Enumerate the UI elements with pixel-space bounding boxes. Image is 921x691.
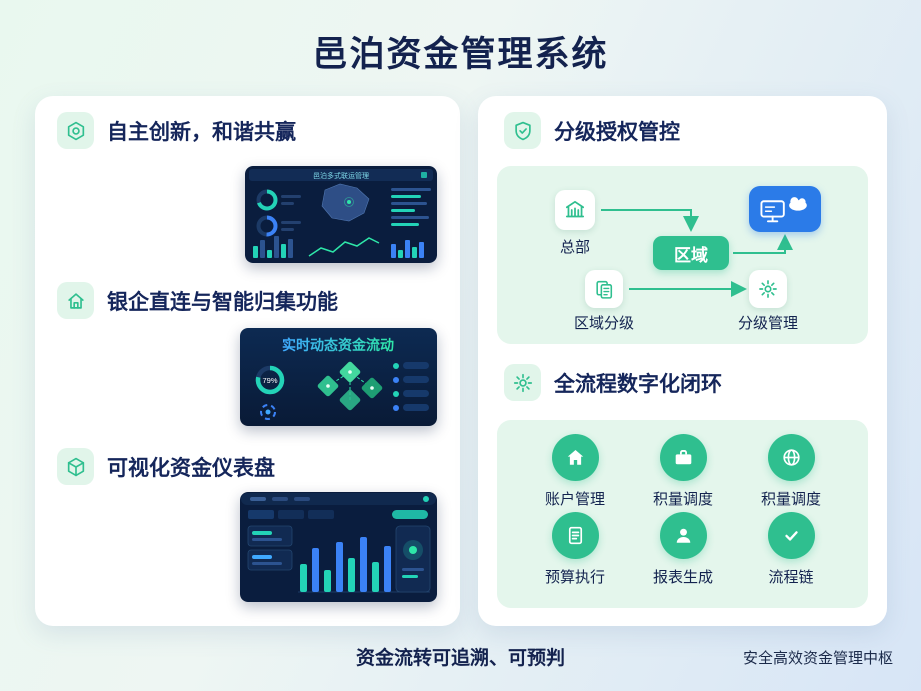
section-digital-loop: 全流程数字化闭环 <box>504 364 722 401</box>
flow-label-grading-management: 分级管理 <box>737 315 798 332</box>
gear-icon <box>757 278 779 300</box>
grid-item-volume-dispatch-1: 积量调度 <box>631 434 735 509</box>
dash1-header-text: 邑泊多式联运管理 <box>313 171 369 180</box>
grid-item-account-management: 账户管理 <box>523 434 627 509</box>
dashboard-screenshot-fund-dashboard <box>240 492 437 602</box>
person-icon <box>659 512 707 559</box>
flow-arrows <box>601 209 793 297</box>
footer-subtitle: 安全高效资金管理中枢 <box>742 650 893 667</box>
flow-node-region-grading <box>585 270 623 308</box>
heading-bank-direct-connect: 银企直连与智能归集功能 <box>107 290 338 314</box>
page-title: 邑泊资金管理系统 <box>312 35 609 74</box>
flow-node-cloud-platform <box>749 186 821 232</box>
home-icon <box>551 434 599 481</box>
shield-icon <box>504 112 541 149</box>
globe-icon <box>767 434 815 481</box>
bank-icon <box>563 198 587 222</box>
flow-node-region: 区域 <box>653 236 729 270</box>
left-feature-card: 自主创新，和谐共赢 邑泊多式联运管理 <box>35 96 460 626</box>
flow-node-hq <box>555 190 595 230</box>
section-bank-direct: 银企直连与智能归集功能 <box>57 282 338 319</box>
briefcase-icon <box>659 434 707 481</box>
heading-independent-innovation: 自主创新，和谐共赢 <box>107 120 296 144</box>
home-icon <box>57 282 94 319</box>
tiered-auth-flow-panel: 总部 区域 <box>497 166 868 344</box>
dash2-title-text: 实时动态资金流动 <box>282 337 394 353</box>
gear-icon <box>504 364 541 401</box>
heading-tiered-authorization: 分级授权管控 <box>554 120 680 144</box>
dashboard-screenshot-realtime-flow: 实时动态资金流动 79% <box>240 328 437 426</box>
dashboard-screenshot-multimodal: 邑泊多式联运管理 <box>245 166 437 263</box>
hexagon-badge-icon <box>57 112 94 149</box>
grid-item-process-chain: 流程链 <box>739 512 843 587</box>
right-feature-card: 分级授权管控 <box>478 96 887 626</box>
cloud-icon <box>789 196 807 211</box>
footer-tagline: 资金流转可追溯、可预判 <box>355 648 565 669</box>
section-tiered-auth: 分级授权管控 <box>504 112 680 149</box>
documents-icon <box>593 278 616 301</box>
grid-item-volume-dispatch-2: 积量调度 <box>739 434 843 509</box>
monitor-icon <box>760 199 785 222</box>
document-icon <box>551 512 599 559</box>
flow-node-grading-management <box>749 270 787 308</box>
dash2-gauge-value: 79% <box>262 376 277 385</box>
section-innovation: 自主创新，和谐共赢 <box>57 112 296 149</box>
heading-digital-closed-loop: 全流程数字化闭环 <box>554 372 722 396</box>
grid-item-report-generation: 报表生成 <box>631 512 735 587</box>
flow-label-region-grading: 区域分级 <box>573 315 634 332</box>
check-icon <box>767 512 815 559</box>
hexagon-cube-icon <box>57 448 94 485</box>
grid-item-budget-execution: 预算执行 <box>523 512 627 587</box>
digital-loop-grid-panel: 账户管理 积量调度 <box>497 420 868 608</box>
flow-label-hq: 总部 <box>559 239 590 256</box>
heading-visual-fund-dashboard: 可视化资金仪表盘 <box>107 456 275 480</box>
section-visual-dashboard: 可视化资金仪表盘 <box>57 448 275 485</box>
